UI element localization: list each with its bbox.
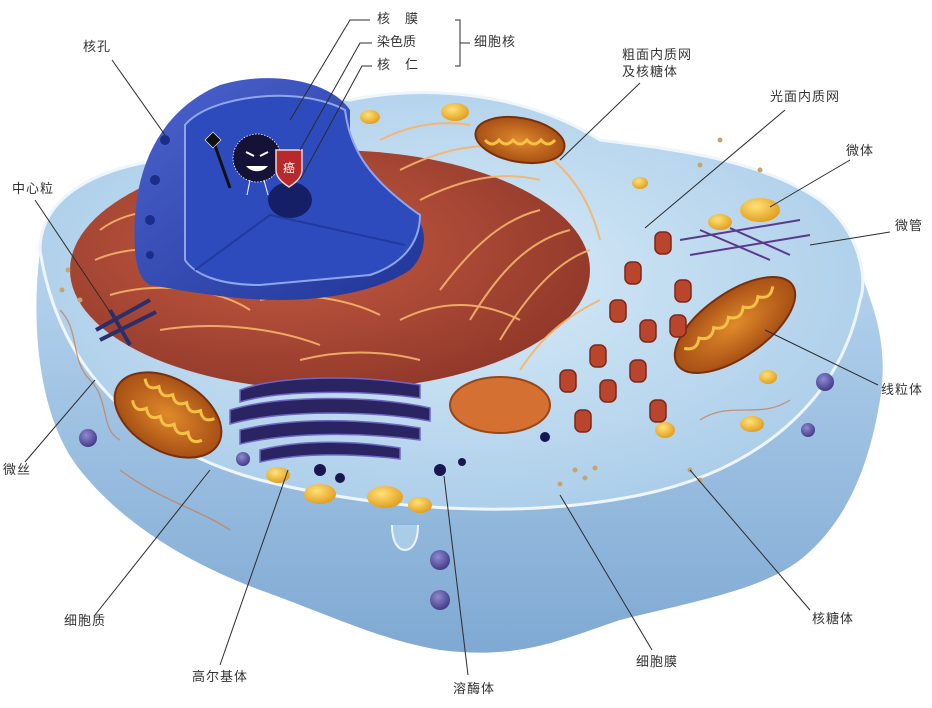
label-cytoplasm: 细胞质 <box>64 614 107 629</box>
label-golgi: 高尔基体 <box>192 670 249 685</box>
label-smooth-er: 光面内质网 <box>770 90 841 105</box>
mitochondrion-right <box>673 276 797 374</box>
mitochondrion-left <box>113 371 223 459</box>
large-vacuole <box>449 376 551 434</box>
centriole <box>95 298 157 346</box>
label-nucleolus: 核 仁 <box>377 58 420 73</box>
cell-body-side <box>36 250 883 653</box>
lysosomes <box>79 373 834 610</box>
leader-lines <box>24 19 891 676</box>
label-nuclear-envelope: 核 膜 <box>377 12 420 27</box>
microfilaments <box>59 309 791 531</box>
shield-icon <box>275 149 303 189</box>
nuclear-pores <box>145 135 170 259</box>
label-mitochondrion: 线粒体 <box>881 383 924 398</box>
smooth-er <box>559 231 692 433</box>
nucleolus <box>268 182 312 218</box>
svg-text:癌: 癌 <box>283 160 295 175</box>
golgi-apparatus <box>229 377 431 463</box>
vesicles <box>266 103 780 513</box>
label-nuclear-pore: 核孔 <box>83 40 112 55</box>
label-ribosome: 核糖体 <box>812 612 855 627</box>
label-nucleus-group: 细胞核 <box>474 35 517 50</box>
label-rough-er-line1: 粗面内质网 <box>622 48 693 63</box>
label-microfilament: 微丝 <box>3 463 32 478</box>
ribosomes <box>59 137 763 487</box>
label-cell-membrane: 细胞膜 <box>636 655 679 670</box>
label-microbody: 微体 <box>846 144 875 159</box>
label-microtubule: 微管 <box>895 219 924 234</box>
label-rough-er-line2: 及核糖体 <box>622 65 679 80</box>
label-lysosome: 溶酶体 <box>453 682 496 697</box>
label-chromatin: 染色质 <box>377 35 417 50</box>
microtubules <box>679 219 811 261</box>
cancer-monster: 癌 <box>204 131 303 196</box>
label-centriole: 中心粒 <box>12 182 55 197</box>
mitochondrion-top <box>474 115 566 165</box>
golgi-vesicles <box>314 432 550 483</box>
